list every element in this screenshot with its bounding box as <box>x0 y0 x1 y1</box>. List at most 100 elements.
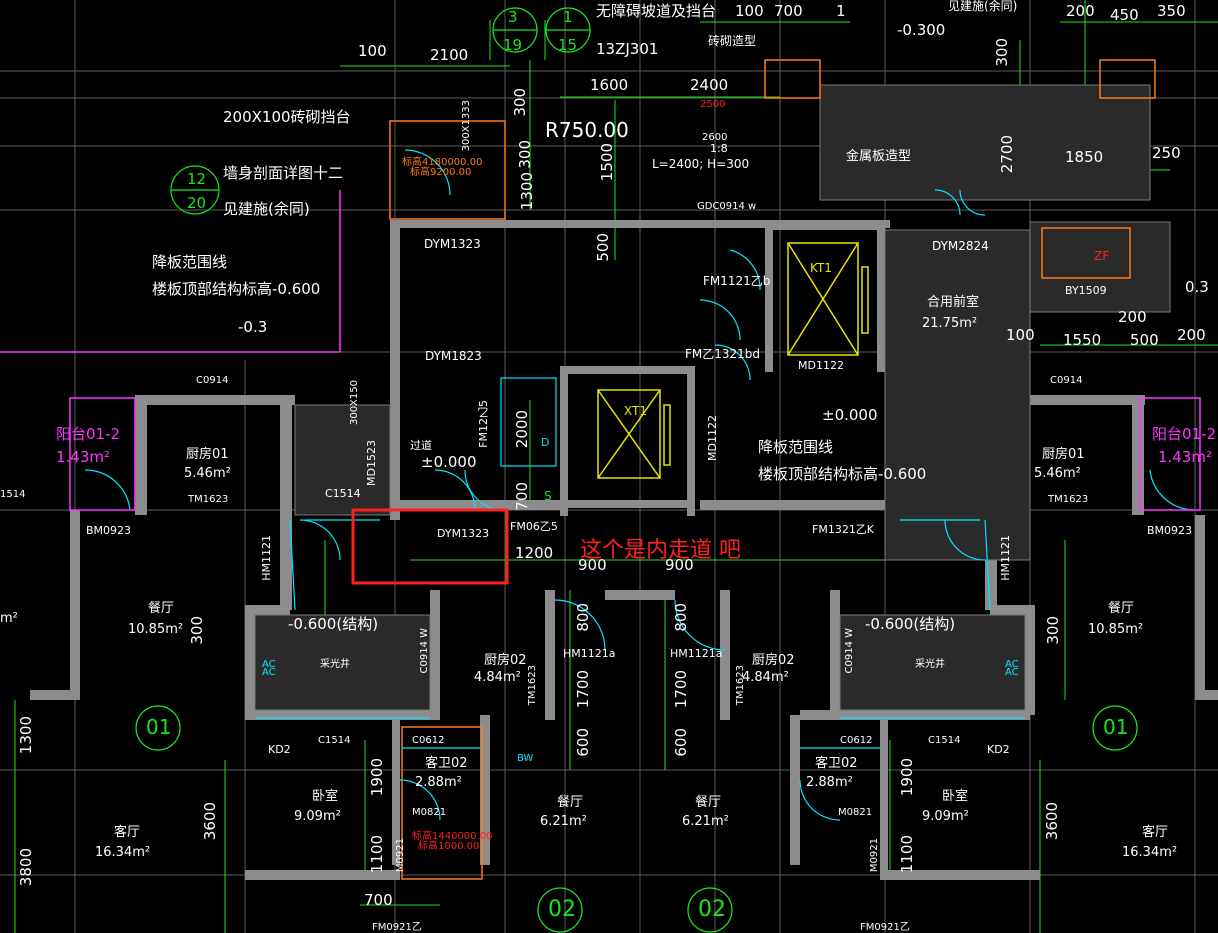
elevator-shafts <box>597 242 869 479</box>
door-fm1121: FM1121乙b <box>703 274 771 288</box>
bw-left: BW <box>517 753 534 764</box>
dining-left: 餐厅 <box>148 601 175 616</box>
dim-700: 700 <box>513 482 531 511</box>
area-left-edge: m² <box>0 611 18 626</box>
bedroom-left: 卧室 <box>312 789 339 804</box>
guest-bath-right: 客卫02 <box>815 756 858 771</box>
window-c0914-right: C0914 <box>1050 375 1083 386</box>
kitchen02-right-area: 4.84m² <box>742 670 789 685</box>
ac-left-2: AC <box>262 667 276 678</box>
bedroom-right: 卧室 <box>942 789 969 804</box>
lightwell-right: 采光井 <box>915 659 945 670</box>
lightwell-left: 采光井 <box>320 659 350 670</box>
window-c0914-left: C0914 <box>196 375 229 386</box>
door-fm12: FM12乙5 <box>477 400 490 448</box>
c1514-left-edge: 1514 <box>0 489 26 500</box>
living-left: 客厅 <box>114 825 141 840</box>
dim-300-left: 300 <box>188 616 206 645</box>
kitchen-right-area: 5.46m² <box>1034 466 1081 481</box>
fm0921-left: FM0921乙 <box>372 922 422 933</box>
kitchen-left-area: 5.46m² <box>184 466 231 481</box>
dim-2400: 2400 <box>690 76 729 94</box>
living-right-area: 16.34m² <box>1122 845 1178 860</box>
dim-1100-right: 1100 <box>898 835 916 874</box>
hm1121-right: HM1121 <box>999 535 1012 581</box>
height-d: 标高1000.00 <box>418 841 480 852</box>
dining-left-area: 10.85m² <box>128 622 184 637</box>
see-arch-top: 见建施(余同) <box>948 0 1018 13</box>
by1509-label: BY1509 <box>1065 284 1107 297</box>
dim-3600-right: 3600 <box>1043 802 1061 841</box>
level-top: -0.300 <box>897 21 946 39</box>
dining-center-2-area: 6.21m² <box>682 814 729 829</box>
door-dym1323-box: DYM1323 <box>437 527 490 540</box>
guest-bath-left-area: 2.88m² <box>415 775 462 790</box>
vert-size: 300X1333 <box>461 100 472 152</box>
height-c: 标高1440000.00 <box>412 831 493 842</box>
door-md1122a: MD1122 <box>798 359 844 372</box>
hatched-areas <box>254 84 1171 711</box>
level-0-right: ±0.000 <box>822 406 878 424</box>
dim-700-bottom: 700 <box>364 891 393 909</box>
elevator-kt1: KT1 <box>810 261 832 275</box>
kitchen-left: 厨房01 <box>186 447 229 462</box>
guest-bath-left: 客卫02 <box>425 756 468 771</box>
ref-a-top: 3 <box>508 8 518 26</box>
floor-level-2: 楼板顶部结构标高-0.600 <box>758 465 927 483</box>
circle-top: 12 <box>187 170 207 188</box>
m0821-left: M0821 <box>412 807 447 818</box>
dim-450-top: 450 <box>1110 6 1139 24</box>
door-dym1823: DYM1823 <box>425 349 482 363</box>
hm1121a-right: HM1121a <box>670 647 723 660</box>
c0914w-right: C0914 W <box>844 628 855 674</box>
axis-circles <box>135 7 1138 933</box>
c0612-right: C0612 <box>840 735 873 746</box>
dim-300-right: 300 <box>1044 616 1062 645</box>
door-fm06: FM06乙5 <box>510 520 558 533</box>
dim-1600: 1600 <box>590 76 629 94</box>
dim-03: 0.3 <box>1185 278 1209 296</box>
balconies <box>0 190 1201 511</box>
c0914w-left: C0914 W <box>419 628 430 674</box>
tm1623b: TM1623 <box>735 665 746 706</box>
zf-label: ZF <box>1094 249 1110 263</box>
dim-100-top: 100 <box>735 2 764 20</box>
living-left-area: 16.34m² <box>95 845 151 860</box>
s-label: S <box>544 489 552 503</box>
ramp-size: L=2400; H=300 <box>652 157 750 171</box>
dining-center-2: 餐厅 <box>695 795 722 810</box>
annotation-text: 这个是内走道 吧 <box>580 538 741 563</box>
orange-elements <box>389 59 1156 880</box>
door-md1523: MD1523 <box>365 440 378 486</box>
dim-800-right: 800 <box>672 603 690 632</box>
dim-1500: 1500 <box>598 143 616 182</box>
dim-3600-left: 3600 <box>201 802 219 841</box>
tm1623a: TM1623 <box>527 665 538 706</box>
metal-panel-note: 金属板造型 <box>846 149 912 164</box>
dim-200rr: 200 <box>1177 326 1206 344</box>
brick-block-note: 200X100砖砌挡台 <box>223 108 351 126</box>
dim-250: 250 <box>1152 144 1181 162</box>
slope: 1:8 <box>710 142 728 155</box>
dim-1300-left: 1300 <box>17 716 35 755</box>
corridor-label: 过道 <box>410 439 432 452</box>
bedroom-right-area: 9.09m² <box>922 809 969 824</box>
dining-center-1-area: 6.21m² <box>540 814 587 829</box>
dim-2600: 2600 <box>702 132 728 143</box>
m0921-left: M0921 <box>395 838 406 873</box>
dim-1550: 1550 <box>1063 331 1102 349</box>
door-md1122b: MD1122 <box>706 415 719 461</box>
ac-right-2: AC <box>1005 667 1019 678</box>
window-c1514a: C1514 <box>325 487 361 500</box>
hm1121-left: HM1121 <box>260 535 273 581</box>
annotation-box <box>351 508 509 585</box>
level-06-right: -0.600(结构) <box>865 615 956 633</box>
dim-100r: 100 <box>1006 326 1035 344</box>
dim-1300: 1300 <box>518 172 536 211</box>
dim-2000: 2000 <box>513 410 531 449</box>
living-right: 客厅 <box>1142 825 1169 840</box>
kd2-left: KD2 <box>268 743 291 756</box>
brick-shape-note: 砖砌造型 <box>708 34 757 48</box>
height-b: 标高9200.00 <box>410 167 472 178</box>
door-fmz13216: FM乙1321bd <box>685 347 761 361</box>
